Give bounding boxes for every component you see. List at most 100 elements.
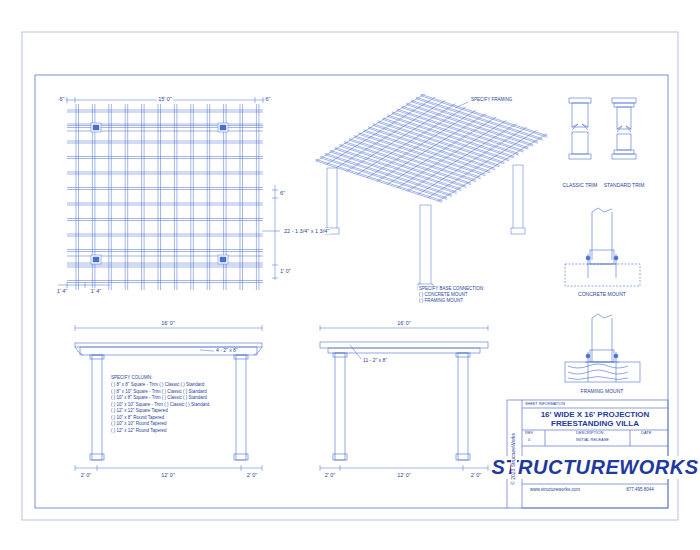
drawing-label: ( ) 10" x 10" Square - Trim ( ) Classic … (110, 402, 210, 407)
iso-base (511, 228, 525, 234)
drawing-label: CLASSIC TRIM (562, 183, 599, 189)
trim-details (569, 98, 636, 159)
rafter-line (209, 104, 210, 290)
iso-rafter (411, 102, 538, 144)
rafter-line (176, 104, 177, 290)
slat-line (67, 110, 263, 111)
rafter-line (190, 104, 191, 290)
drawing-label: 1' 4" (90, 288, 103, 294)
rafter-line (174, 104, 175, 290)
slat-line (67, 143, 263, 144)
drawing-label: ( ) 10" x 10" Round Tapered (110, 421, 167, 426)
iso-rafter (421, 96, 548, 138)
slat-line (67, 249, 263, 250)
post-core (220, 125, 226, 130)
drawing-label: 877.495.8044 (625, 487, 655, 492)
drawing-label: ( ) FRAMING MOUNT (418, 298, 464, 303)
drawing-label: ( ) 8" x 8" Square - Trim ( ) Classic ( … (110, 382, 205, 387)
front-elevation (75, 343, 262, 460)
drawing-label: STANDARD TRIM (603, 183, 646, 189)
drawing-label: SPECIFY FRAMING (470, 97, 513, 102)
slat-line (67, 282, 263, 283)
post-core (220, 257, 226, 262)
drawing-label: 6" (58, 96, 65, 102)
drawing-label: REV (524, 431, 534, 436)
iso-slat (326, 97, 435, 165)
slat-line (67, 234, 263, 235)
iso-slat (346, 104, 455, 172)
drawing-label: 2' 0" (470, 472, 483, 478)
rafter-line (193, 104, 194, 290)
iso-column (420, 205, 431, 287)
iso-slat (336, 100, 445, 168)
drawing-label: 0 (527, 438, 531, 443)
drawing-label: ( ) 12" x 12" Square Tapered (110, 408, 169, 413)
rafter-line (76, 104, 77, 290)
iso-slat (418, 127, 527, 195)
drawing-label: SPECIFY BASE CONNECTION: (418, 286, 485, 291)
rafter-line (242, 104, 243, 290)
post-core (93, 125, 99, 130)
drawing-label: 2' 0" (324, 472, 337, 478)
drawing-label: 16' 0" (160, 320, 176, 326)
iso-slat (357, 107, 466, 175)
slat-line (67, 112, 263, 113)
rafter-line (78, 104, 79, 290)
slat-line (67, 236, 263, 237)
rafter-line (111, 104, 112, 290)
rafter-line (160, 104, 161, 290)
drawing-label: ( ) CONCRETE MOUNT (418, 292, 469, 297)
rafter-line (240, 104, 241, 290)
drawing-label: 1' 0" (279, 268, 292, 274)
rafter-line (256, 104, 257, 290)
iso-slat (377, 114, 486, 182)
drawing-label: CONCRETE MOUNT (577, 292, 627, 298)
iso-column (327, 168, 337, 230)
iso-column (513, 165, 523, 230)
slat-line (67, 218, 263, 219)
drawing-label: 2' 0" (246, 472, 259, 478)
post-square (91, 255, 101, 264)
drawing-label: 12' 0" (160, 472, 176, 478)
drawing-label: 1' 4" (56, 288, 69, 294)
iso-slat (407, 124, 516, 192)
rafter-line (141, 104, 142, 290)
rafter-line (127, 104, 128, 290)
inner-frame (35, 75, 668, 508)
slat-line (67, 203, 263, 204)
slat-line (67, 156, 263, 157)
slat-line (67, 141, 263, 142)
rafter-line (207, 104, 208, 290)
drawing-label: 6" (264, 96, 271, 102)
slat-line (67, 189, 263, 190)
rafter-line (144, 104, 145, 290)
post-square (218, 123, 228, 132)
drawing-label: 16' 0" (396, 320, 412, 326)
drawing-label: 11 - 2" x 8" (362, 358, 388, 364)
drawing-label: 4 - 2" x 8" (215, 348, 239, 354)
slat-line (67, 174, 263, 175)
drawing-label: DATE (640, 431, 652, 436)
slat-line (67, 251, 263, 252)
outer-frame (22, 32, 678, 520)
slat-line (67, 172, 263, 173)
title-block (507, 400, 668, 508)
iso-slat (438, 134, 547, 202)
brand-logo: STRUCTUREWORKS (491, 456, 700, 479)
rafter-line (258, 104, 259, 290)
drawing-label: © 2023 StructureWorks (511, 432, 517, 486)
slat-line (67, 205, 263, 206)
post-core (93, 257, 99, 262)
drawing-label: ( ) 10" x 8" Round Tapered (110, 415, 165, 420)
slat-line (67, 265, 263, 266)
drawing-label: SPECIFY COLUMN: (110, 375, 153, 380)
plan-view (67, 104, 263, 290)
framing-mount (565, 314, 640, 382)
drawing-label: 2' 0" (80, 472, 93, 478)
side-elevation (320, 342, 488, 460)
post-square (91, 123, 101, 132)
post-square (218, 255, 228, 264)
concrete-mount (565, 208, 640, 286)
rafter-line (158, 104, 159, 290)
